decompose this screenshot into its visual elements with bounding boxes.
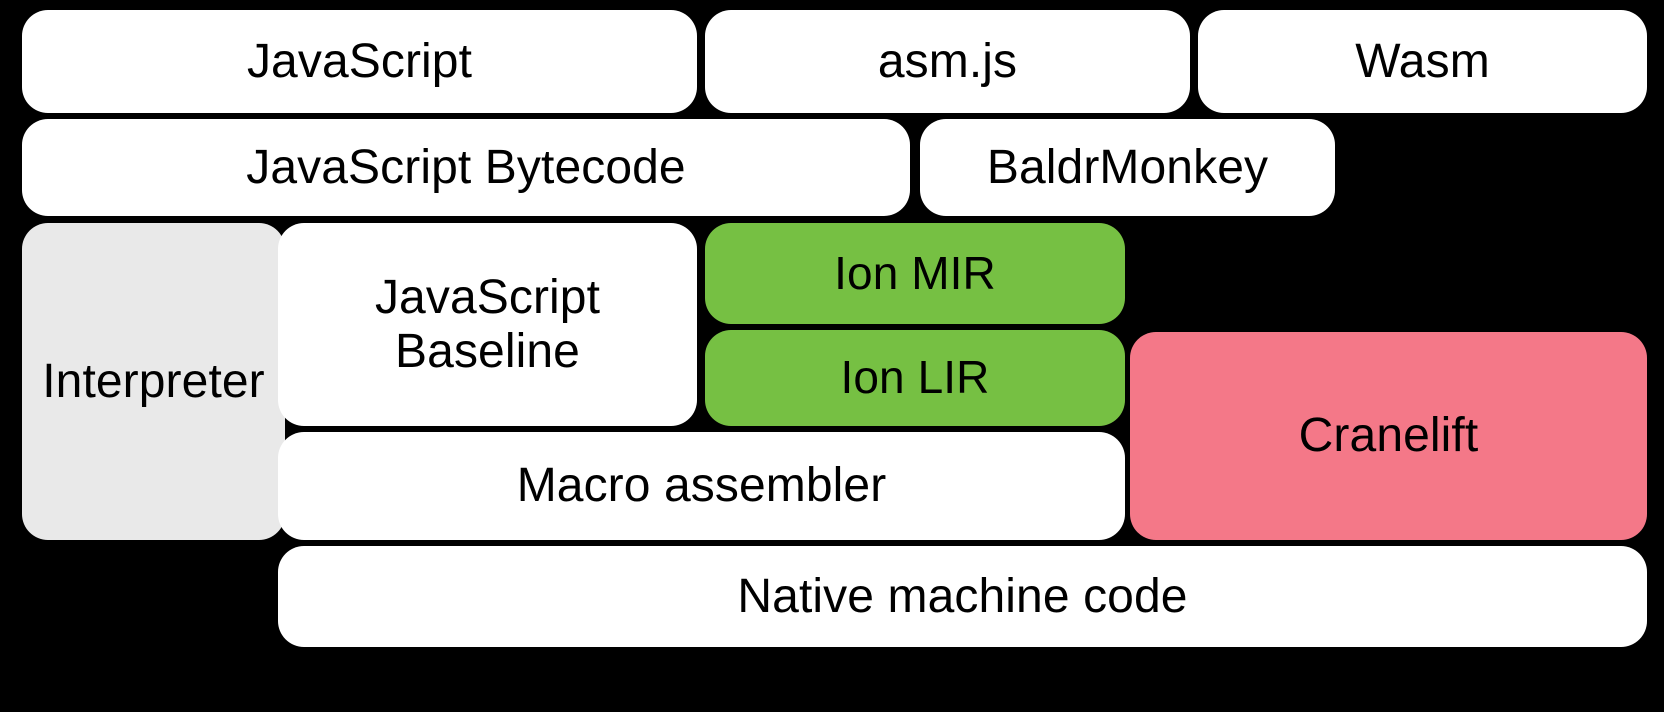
node-native-machine-code[interactable]: Native machine code <box>278 546 1647 647</box>
node-interpreter[interactable]: Interpreter <box>22 223 285 540</box>
node-javascript-bytecode[interactable]: JavaScript Bytecode <box>22 119 910 216</box>
node-javascript[interactable]: JavaScript <box>22 10 697 113</box>
node-cranelift[interactable]: Cranelift <box>1130 332 1647 540</box>
node-javascript-baseline[interactable]: JavaScript Baseline <box>278 223 697 426</box>
node-baldrmonkey[interactable]: BaldrMonkey <box>920 119 1335 216</box>
node-wasm[interactable]: Wasm <box>1198 10 1647 113</box>
node-ion-lir[interactable]: Ion LIR <box>705 330 1125 426</box>
node-macro-assembler[interactable]: Macro assembler <box>278 432 1125 540</box>
node-ion-mir[interactable]: Ion MIR <box>705 223 1125 324</box>
node-asmjs[interactable]: asm.js <box>705 10 1190 113</box>
